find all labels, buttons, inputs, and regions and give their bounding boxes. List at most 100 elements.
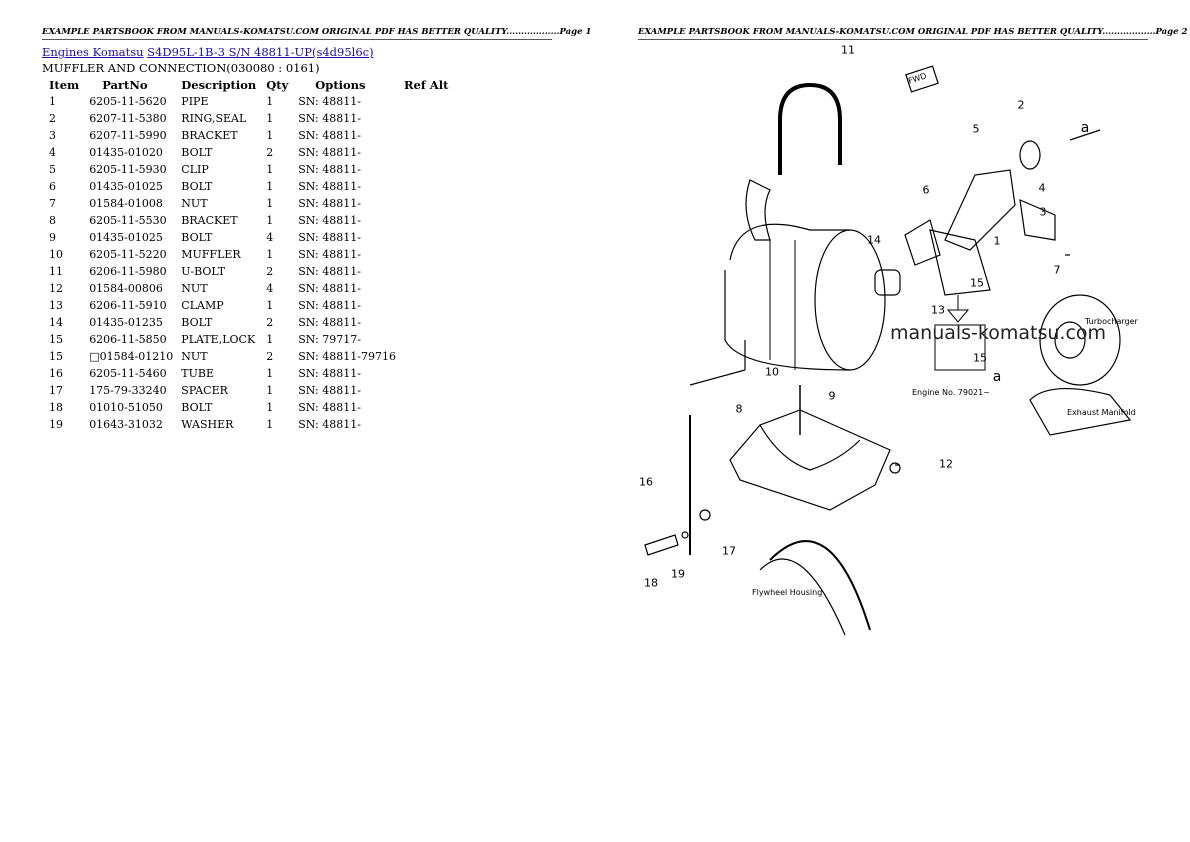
muffler-drawing [724,179,901,371]
cell-refalt [399,382,453,399]
cell-qty: 1 [266,418,274,431]
cell-description: NUT [181,197,208,210]
breadcrumb-model-link[interactable]: S4D95L-1B-3 S/N 48811-UP(s4d95l6c) [147,45,374,59]
cell-options: SN: 48811- [298,418,361,431]
flywheel-housing-label: Flywheel Housing [752,588,823,597]
cell-description: BOLT [181,401,213,414]
callout-15: 15 [970,276,984,290]
cell-options: SN: 48811- [298,384,361,397]
cell-refalt [399,110,453,127]
cell-options: SN: 48811- [298,299,361,312]
cell-qty: 2 [266,350,274,363]
callout-1: 1 [993,234,1001,248]
page2-header: EXAMPLE PARTSBOOK FROM MANUALS-KOMATSU.C… [638,27,1187,40]
callout-10: 10 [765,365,779,379]
cell-qty: 1 [266,163,274,176]
cell-options: SN: 48811- [298,112,361,125]
cell-item: 19 [49,418,63,431]
col-qty: Qty [266,77,289,92]
cell-qty: 2 [266,316,274,329]
cell-refalt [399,144,453,161]
cell-refalt [399,399,453,416]
callout-9: 9 [828,389,836,403]
cell-item: 6 [49,180,56,193]
cell-item: 12 [49,282,63,295]
cell-options: SN: 48811- [298,367,361,380]
cell-refalt [399,263,453,280]
cell-partno: 01435-01025 [89,231,163,244]
breadcrumb-engines-link[interactable]: Engines Komatsu [42,45,144,59]
breadcrumb: Engines Komatsu S4D95L-1B-3 S/N 48811-UP… [42,45,374,59]
cell-description: BOLT [181,180,213,193]
cell-options: SN: 79717- [298,333,361,346]
cell-refalt [399,195,453,212]
cell-refalt [399,365,453,382]
cell-item: 15 [49,350,63,363]
callout-2: 2 [1017,98,1025,112]
callout-4: 4 [1038,181,1046,195]
cell-options: SN: 48811- [298,214,361,227]
turbocharger-drawing [1029,294,1132,436]
cell-options: SN: 48811- [298,129,361,142]
col-partno: PartNo [102,77,148,92]
callout-8: 8 [735,402,743,416]
cell-partno: 6206-11-5850 [89,333,167,346]
cell-item: 18 [49,401,63,414]
cell-item: 16 [49,367,63,380]
callout-19: 19 [671,567,685,581]
cell-refalt [399,280,453,297]
cell-description: BRACKET [181,214,238,227]
cell-options: SN: 48811- [298,248,361,261]
cell-qty: 4 [266,231,274,244]
col-description: Description [181,77,257,92]
cell-partno: 01435-01025 [89,180,163,193]
callout-12: 12 [939,457,953,471]
cell-refalt [399,331,453,348]
cell-options: SN: 48811- [298,265,361,278]
parts-table: Item PartNo Description Qty Options Ref … [44,76,453,433]
cell-qty: 1 [266,129,274,142]
cell-description: BRACKET [181,129,238,142]
cell-options: SN: 48811- [298,231,361,244]
cell-partno: 01584-01008 [89,197,163,210]
table-header-row: Item PartNo Description Qty Options Ref … [44,76,453,93]
col-options: Options [315,77,366,92]
page1-header: EXAMPLE PARTSBOOK FROM MANUALS-KOMATSU.C… [42,27,591,40]
cell-description: RING,SEAL [181,112,247,125]
callout-11: 11 [841,43,855,57]
cell-description: TUBE [181,367,215,380]
cell-qty: 2 [266,146,274,159]
callout-17: 17 [722,544,736,558]
cell-item: 10 [49,248,63,261]
cell-refalt [399,161,453,178]
cell-partno: 6205-11-5530 [89,214,167,227]
cell-description: CLIP [181,163,209,176]
cell-qty: 1 [266,299,274,312]
cell-item: 15 [49,333,63,346]
cell-options: SN: 48811- [298,282,361,295]
cell-qty: 1 [266,214,274,227]
cell-partno: 6205-11-5930 [89,163,167,176]
cell-qty: 4 [266,282,274,295]
cell-description: WASHER [181,418,234,431]
cell-refalt [399,127,453,144]
bolt-18-drawing [644,534,679,556]
bracket-drawing [729,409,891,511]
engine-no-label: Engine No. 79021~ [912,388,990,397]
cell-description: NUT [181,350,208,363]
cell-qty: 1 [266,112,274,125]
cell-item: 4 [49,146,56,159]
cell-partno: 6207-11-5990 [89,129,167,142]
cell-description: BOLT [181,146,213,159]
